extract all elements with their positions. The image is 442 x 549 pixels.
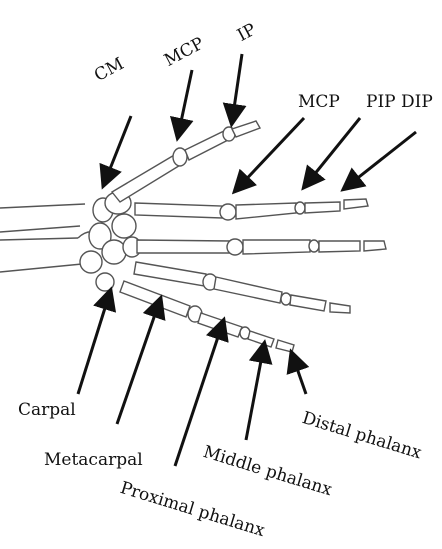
label-metacarpal: Metacarpal bbox=[44, 452, 143, 469]
metacarpal-arrow bbox=[117, 300, 160, 424]
mcp-thumb-arrow bbox=[178, 70, 192, 136]
pointer-arrows bbox=[78, 54, 416, 466]
label-carpal: Carpal bbox=[18, 402, 76, 419]
middle-phalanx-arrow bbox=[246, 345, 264, 440]
distal-phalanx-arrow bbox=[292, 354, 306, 394]
label-mcp-finger: MCP bbox=[298, 94, 340, 111]
middle-finger-bones bbox=[137, 239, 386, 255]
ip-arrow bbox=[232, 54, 242, 122]
carpal-arrow bbox=[78, 292, 110, 394]
pip-arrow bbox=[305, 118, 360, 186]
carpal-bones bbox=[80, 192, 141, 291]
cm-arrow bbox=[104, 116, 131, 184]
index-finger-bones bbox=[135, 199, 368, 220]
dip-arrow bbox=[345, 132, 416, 188]
label-pip-dip: PIP DIP bbox=[366, 94, 433, 111]
